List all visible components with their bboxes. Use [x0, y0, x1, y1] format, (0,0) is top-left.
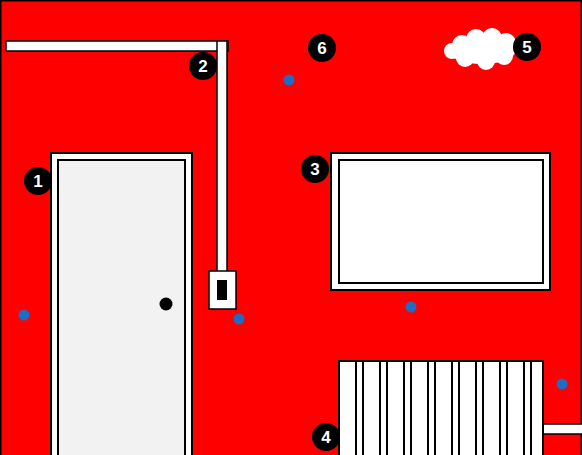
callout-number: 3 [301, 155, 329, 183]
radiator [339, 361, 582, 455]
callout-number: 4 [312, 423, 340, 451]
light-switch [209, 271, 236, 309]
callout-number: 6 [308, 34, 336, 62]
window [331, 153, 550, 290]
callout-number: 1 [24, 167, 52, 195]
callout-number: 5 [513, 33, 541, 61]
door-knob [160, 298, 173, 311]
blue-dots [19, 75, 568, 390]
cloud-stain [444, 28, 516, 70]
callout-number: 2 [189, 52, 217, 80]
door [51, 153, 192, 455]
